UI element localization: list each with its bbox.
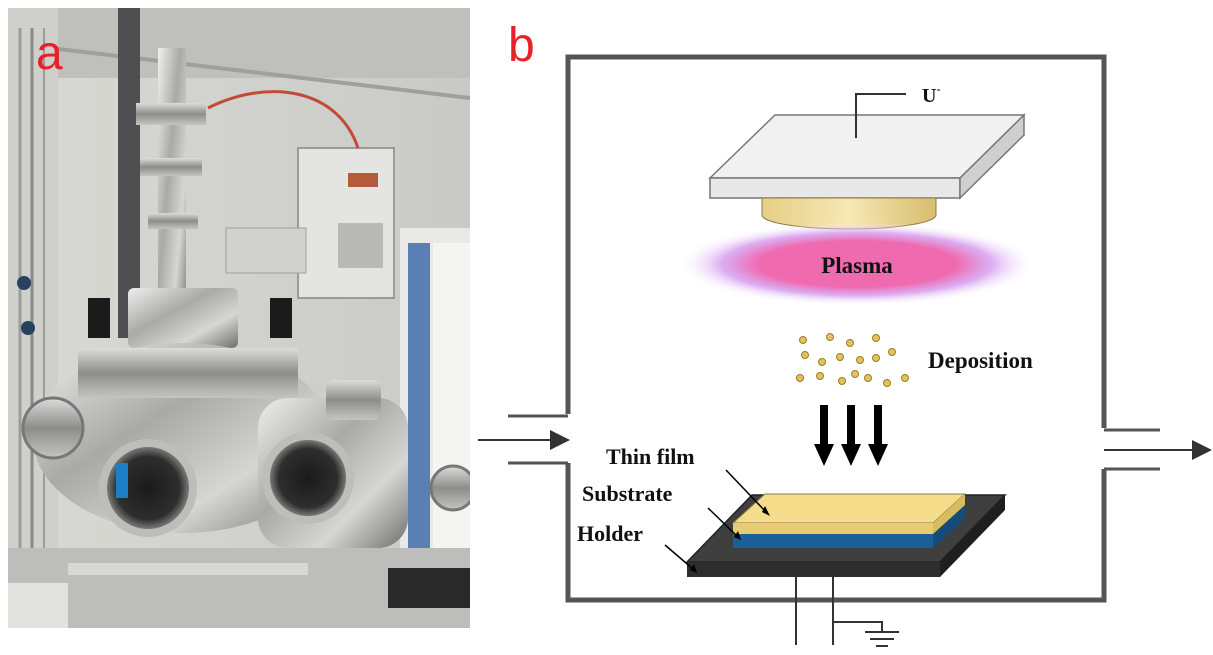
substrate-pointer [734, 531, 741, 540]
thin-film-pointer [762, 506, 770, 516]
deposition-label: Deposition [928, 348, 1033, 373]
ground-connection [795, 577, 899, 647]
thin-film-label: Thin film [606, 444, 695, 469]
plasma-label: Plasma [821, 253, 893, 278]
deposition-arrows [814, 405, 888, 466]
chamber-wall [565, 54, 1107, 603]
label-leaders [664, 469, 767, 570]
thin-film [731, 493, 967, 534]
pump-outlet [1104, 428, 1212, 471]
substrate-label: Substrate [582, 481, 673, 506]
holder-label: Holder [577, 521, 643, 546]
target-voltage-lead [855, 93, 906, 138]
panel-label-b: b [508, 19, 535, 72]
gas-inlet [478, 414, 570, 465]
plasma-cloud [677, 222, 1037, 306]
holder-pointer [690, 564, 697, 573]
target-plate [708, 113, 1026, 200]
sputtered-particles [796, 333, 909, 387]
target-voltage-label: U- [922, 82, 940, 107]
photo-drawing [8, 8, 470, 628]
panel-label-a: a [36, 27, 63, 80]
sputtering-system-photo [8, 8, 470, 628]
